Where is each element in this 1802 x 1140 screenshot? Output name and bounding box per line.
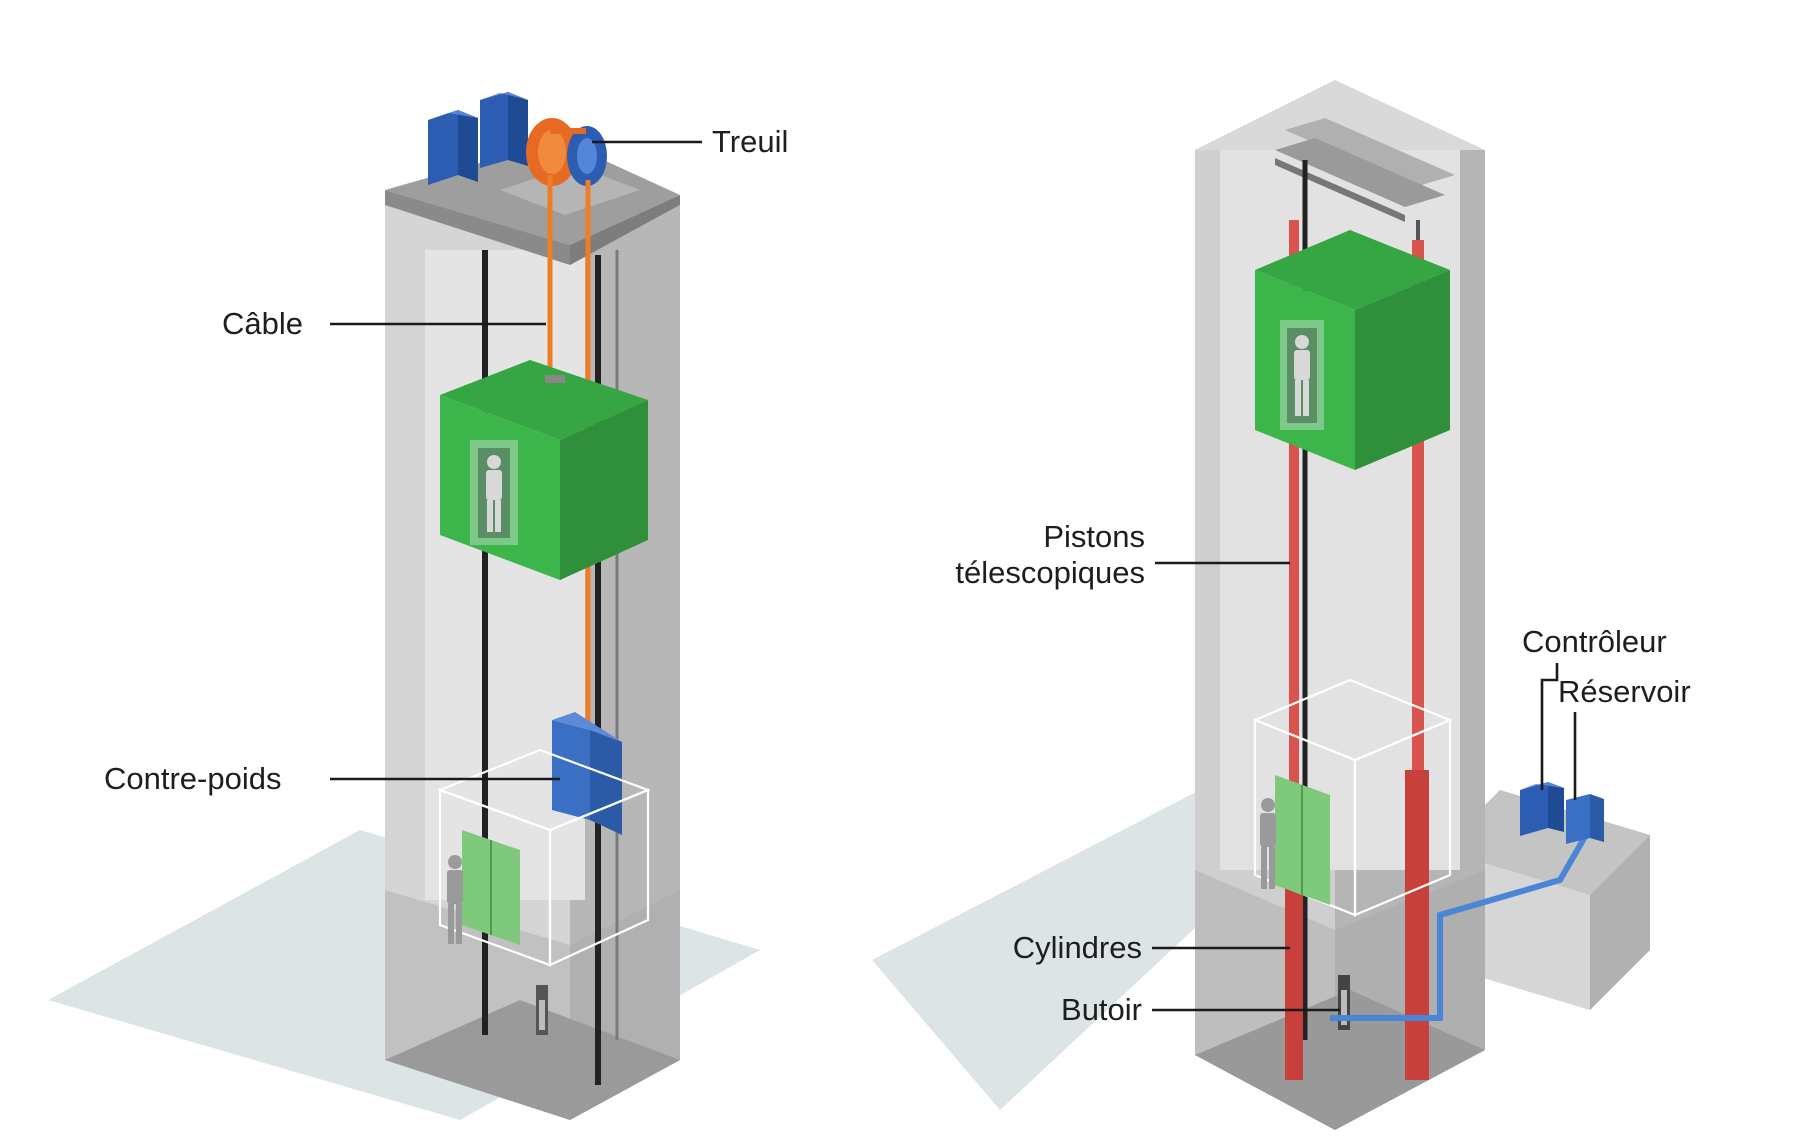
label-counterweight: Contre-poids (104, 761, 281, 796)
reservoir-icon (1566, 794, 1604, 844)
hydraulic-elevator: Pistons télescopiques Contrôleur Réservo… (872, 80, 1691, 1130)
person-silhouette-hydraulic (1260, 798, 1276, 889)
cabin (440, 360, 648, 580)
label-cylinders: Cylindres (1013, 930, 1142, 965)
buffer-hydraulic (1338, 975, 1350, 1030)
person-icon (486, 455, 502, 532)
person-silhouette (447, 855, 463, 944)
cylinder-right (1405, 770, 1429, 1080)
shaft-pit (385, 1000, 680, 1120)
label-pistons-line2: télescopiques (955, 555, 1145, 590)
shaft-roof-front (385, 190, 570, 265)
winch-icon (526, 118, 607, 186)
shaft-top-edge (1195, 80, 1485, 150)
cylinder-left (1285, 880, 1303, 1080)
shaft-roof-side (570, 195, 680, 265)
label-winch: Treuil (712, 124, 788, 159)
label-buffer: Butoir (1061, 992, 1142, 1027)
ghost-cabin (436, 748, 652, 967)
control-cabinet-icon (428, 92, 528, 185)
label-pistons-line1: Pistons (1043, 519, 1145, 554)
counterweight (552, 712, 622, 835)
floor-plane-hydraulic (872, 790, 1300, 1110)
hydraulic-pipe (1330, 826, 1593, 1021)
label-controller: Contrôleur (1522, 624, 1667, 659)
machine-base (500, 165, 640, 215)
person-icon-hydraulic (1294, 335, 1310, 416)
cabin-hydraulic (1255, 230, 1450, 470)
leader-controller (1540, 663, 1559, 790)
controller-icon (1520, 782, 1564, 836)
ghost-cabin-hydraulic (1252, 678, 1453, 917)
label-reservoir: Réservoir (1558, 674, 1691, 709)
piston-left (1289, 220, 1299, 1000)
label-cable: Câble (222, 306, 303, 341)
buffer (536, 985, 548, 1035)
traction-elevator: Treuil Câble Contre-poids (48, 92, 788, 1120)
